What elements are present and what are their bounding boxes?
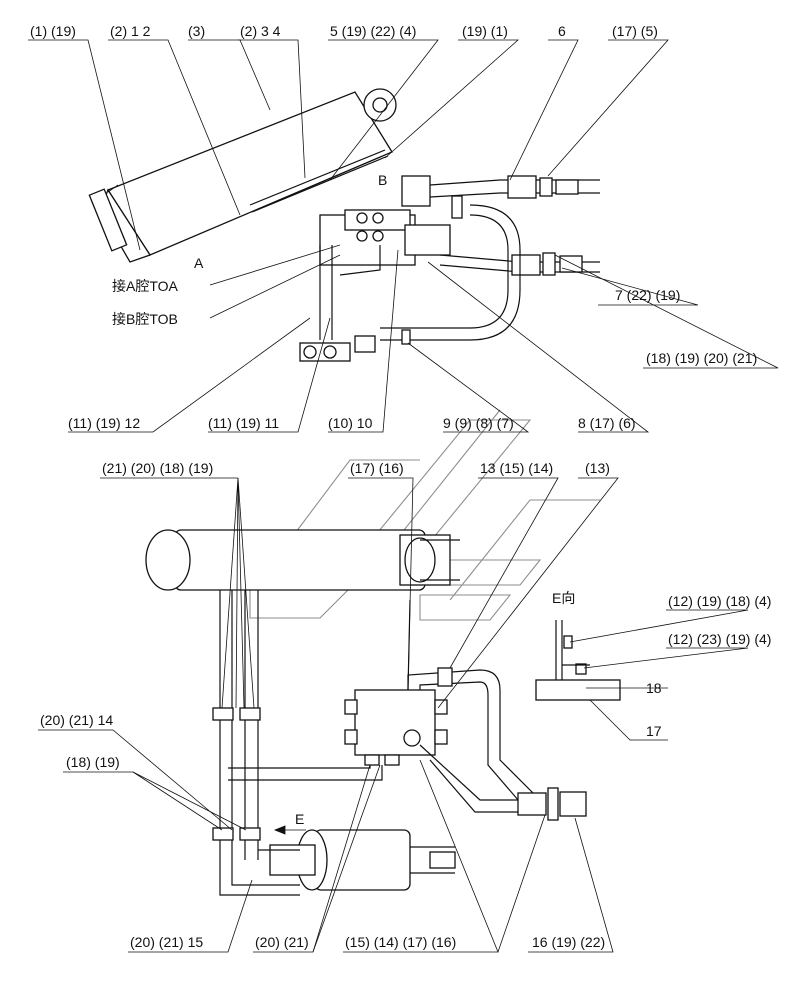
- callout-c16: (21) (20) (18) (19): [102, 460, 213, 476]
- callout-c2: (2) 1 2: [110, 23, 151, 39]
- callout-c28: (15) (14) (17) (16): [345, 934, 456, 950]
- callout-c20: (12) (19) (18) (4): [668, 593, 771, 609]
- callout-c26: (20) (21) 15: [130, 934, 203, 950]
- callout-c10: (18) (19) (20) (21): [646, 350, 757, 366]
- lower-cylinder-top: [145, 529, 460, 591]
- callout-c5: 5 (19) (22) (4): [330, 23, 416, 39]
- e-view-label: E向: [552, 590, 575, 606]
- note-to-b: 接B腔TOB: [112, 311, 178, 327]
- callout-c23: 17: [646, 723, 662, 739]
- upper-hoses: [299, 175, 600, 362]
- leader-lines: [28, 39, 779, 953]
- callout-c8: (17) (5): [612, 23, 658, 39]
- callout-c13: (10) 10: [328, 415, 373, 431]
- callout-c3: (3): [188, 23, 205, 39]
- callout-c17: (17) (16): [350, 460, 404, 476]
- callout-c11: (11) (19) 12: [68, 415, 140, 431]
- upper-valve-block: [319, 175, 451, 266]
- callout-c6: (19) (1): [462, 23, 508, 39]
- port-a-label: A: [194, 255, 204, 271]
- callout-c25: (18) (19): [66, 754, 120, 770]
- callout-c12: (11) (19) 11: [208, 415, 279, 431]
- callout-c29: 16 (19) (22): [532, 934, 605, 950]
- callout-c21: (12) (23) (19) (4): [668, 631, 771, 647]
- callout-c9: 7 (22) (19): [615, 287, 680, 303]
- callout-c7: 6: [558, 23, 566, 39]
- lower-valve-block: [344, 689, 448, 766]
- callout-c14: 9 (9) (8) (7): [443, 415, 514, 431]
- lower-cylinder-bottom: [269, 829, 456, 891]
- callout-c19: (13): [585, 460, 610, 476]
- callout-c4: (2) 3 4: [240, 23, 281, 39]
- e-view-detail: [535, 620, 621, 701]
- callout-c1: (1) (19): [30, 23, 76, 39]
- callout-c24: (20) (21) 14: [40, 712, 113, 728]
- callout-c18: 13 (15) (14): [480, 460, 553, 476]
- callout-c22: 18: [646, 680, 662, 696]
- lower-hoses: [212, 590, 587, 896]
- callout-c27: (20) (21): [255, 934, 309, 950]
- e-arrow-label: E: [295, 811, 304, 827]
- callout-c15: 8 (17) (6): [578, 415, 636, 431]
- note-to-a: 接A腔TOA: [112, 278, 179, 294]
- port-b-label: B: [378, 172, 387, 188]
